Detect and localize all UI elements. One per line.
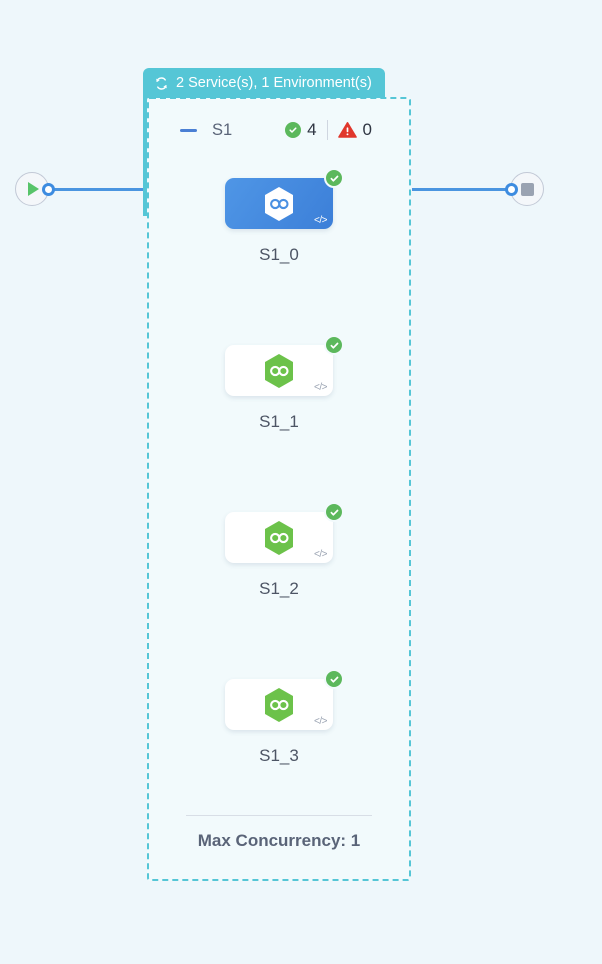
warning-count: 0 bbox=[337, 120, 372, 140]
service-node-label: S1_3 bbox=[259, 746, 299, 765]
stats-divider bbox=[326, 120, 328, 140]
service-node-card[interactable]: </> bbox=[225, 335, 344, 396]
refresh-cycle-icon bbox=[156, 76, 167, 90]
code-brackets-icon[interactable]: </> bbox=[314, 549, 327, 560]
code-brackets-icon[interactable]: </> bbox=[314, 382, 327, 393]
footer-divider bbox=[186, 815, 372, 816]
service-node-s1-3[interactable]: </> S1_3 bbox=[225, 669, 344, 766]
group-tab[interactable]: 2 Service(s), 1 Environment(s) bbox=[143, 68, 385, 98]
code-brackets-icon[interactable]: </> bbox=[314, 716, 327, 727]
play-icon bbox=[28, 182, 39, 196]
service-node-card[interactable]: </> bbox=[225, 502, 344, 563]
status-badge-ok bbox=[324, 335, 344, 355]
service-node-label: S1_1 bbox=[259, 412, 299, 431]
service-node-s1-2[interactable]: </> S1_2 bbox=[225, 502, 344, 599]
minus-icon[interactable] bbox=[180, 128, 197, 132]
end-node-input-handle[interactable] bbox=[505, 183, 518, 196]
group-title: S1 bbox=[212, 120, 233, 139]
service-node-card[interactable]: </> bbox=[225, 168, 344, 229]
max-concurrency-label: Max Concurrency: 1 bbox=[197, 831, 361, 850]
stop-square-icon bbox=[520, 182, 534, 196]
group-tab-label: 2 Service(s), 1 Environment(s) bbox=[176, 75, 372, 91]
hexagon-infinity-icon bbox=[265, 353, 293, 388]
service-node-label: S1_2 bbox=[259, 579, 299, 598]
edge-group-to-end bbox=[412, 188, 514, 191]
hexagon-infinity-icon bbox=[265, 687, 293, 722]
hexagon-infinity-icon bbox=[265, 520, 293, 555]
warning-triangle-icon bbox=[337, 122, 357, 138]
service-node-s1-1[interactable]: </> S1_1 bbox=[225, 335, 344, 432]
status-badge-ok bbox=[324, 669, 344, 689]
status-badge-ok bbox=[324, 168, 344, 188]
hexagon-infinity-icon bbox=[265, 186, 293, 221]
group-status-summary: 4 0 bbox=[285, 120, 372, 140]
success-count: 4 bbox=[285, 120, 317, 140]
status-badge-ok bbox=[324, 502, 344, 522]
service-node-s1-0[interactable]: </> S1_0 bbox=[225, 168, 344, 265]
service-node-card[interactable]: </> bbox=[225, 669, 344, 730]
code-brackets-icon[interactable]: </> bbox=[314, 215, 327, 226]
start-node-output-handle[interactable] bbox=[42, 183, 55, 196]
group-header-row: S1 4 0 bbox=[160, 117, 400, 143]
success-count-value: 4 bbox=[307, 120, 317, 139]
edge-start-to-group bbox=[45, 188, 148, 191]
warning-count-value: 0 bbox=[362, 120, 372, 139]
check-circle-icon bbox=[285, 122, 302, 138]
service-node-label: S1_0 bbox=[259, 245, 299, 264]
